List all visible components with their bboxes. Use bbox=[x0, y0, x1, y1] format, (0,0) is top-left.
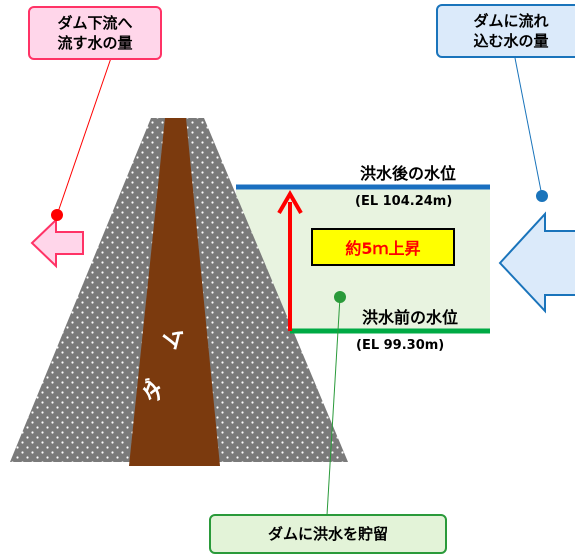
rise-label: 約5ｍ上昇 bbox=[345, 239, 421, 258]
water-level-after-label: 洪水後の水位 bbox=[360, 164, 457, 183]
inflow-callout: ダムに流れ 込む水の量 bbox=[436, 4, 575, 58]
storage-callout-text: ダムに洪水を貯留 bbox=[267, 525, 388, 543]
inflow-leader-dot bbox=[536, 190, 548, 202]
outflow-callout-line1: ダム下流へ bbox=[57, 14, 133, 32]
rise-label-box: 約5ｍ上昇 bbox=[311, 228, 455, 266]
outflow-callout: ダム下流へ 流す水の量 bbox=[28, 6, 162, 60]
inflow-callout-line2: 込む水の量 bbox=[473, 32, 549, 50]
outflow-leader-dot bbox=[51, 209, 63, 221]
rise-arrow-icon bbox=[277, 190, 303, 331]
outflow-arrow-icon bbox=[30, 217, 84, 269]
inflow-callout-line1: ダムに流れ bbox=[473, 12, 549, 30]
inflow-leader-line bbox=[514, 57, 543, 197]
dam-core bbox=[129, 118, 220, 466]
water-level-after-elevation: (EL 104.24m) bbox=[355, 194, 453, 209]
storage-leader-dot bbox=[334, 291, 346, 303]
outflow-leader-line bbox=[56, 57, 112, 216]
water-level-before-elevation: (EL 99.30m) bbox=[356, 338, 445, 353]
water-level-before-label: 洪水前の水位 bbox=[362, 308, 459, 327]
storage-leader-line bbox=[326, 296, 341, 516]
storage-callout: ダムに洪水を貯留 bbox=[209, 514, 447, 554]
outflow-callout-line2: 流す水の量 bbox=[57, 34, 133, 52]
inflow-arrow-icon bbox=[498, 211, 575, 314]
